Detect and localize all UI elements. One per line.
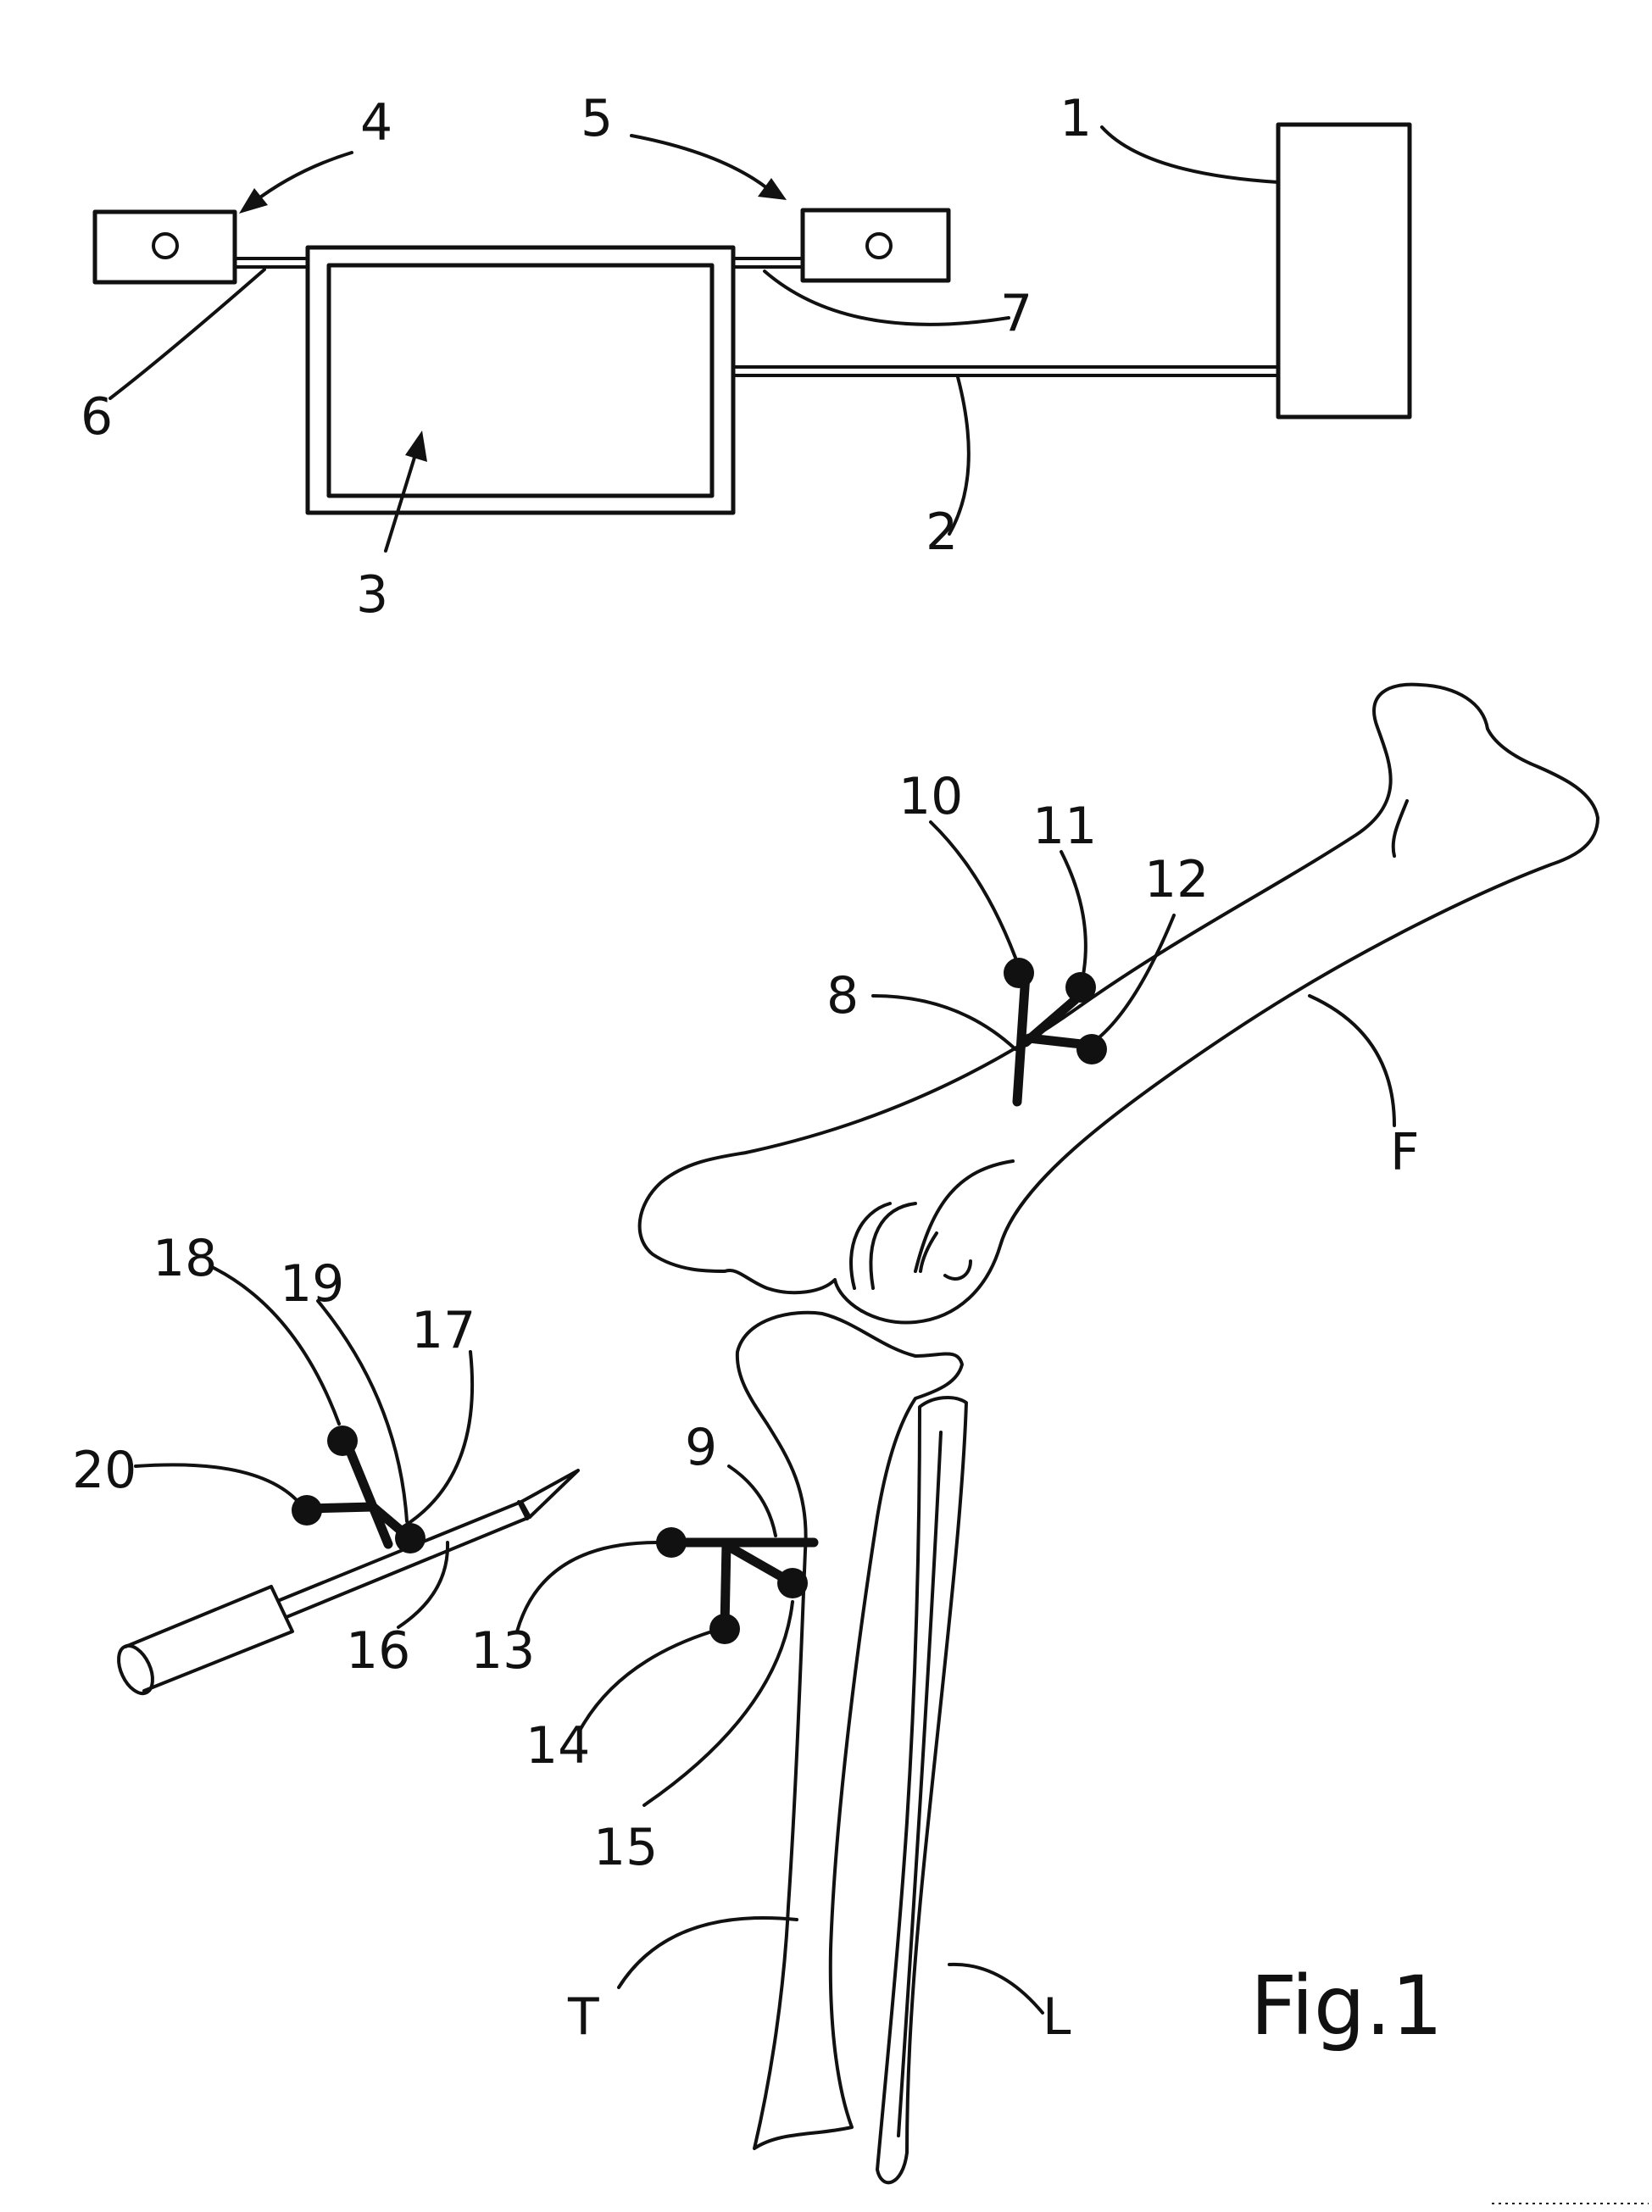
figure-caption: Fig.1 [1250,1959,1443,2054]
label-18: 18 [153,1229,217,1288]
femur [640,685,1598,1323]
leader-14 [581,1631,712,1729]
label-T: T [567,1987,599,2047]
arrow-5 [631,136,787,200]
leader-F [1310,996,1394,1125]
label-2: 2 [926,503,958,562]
leader-17 [405,1352,472,1526]
marker-sphere-13 [656,1527,687,1558]
label-16: 16 [346,1621,410,1681]
marker-sphere-15 [777,1568,808,1598]
label-6: 6 [81,387,113,447]
marker-sphere-11 [1065,972,1096,1003]
label-7: 7 [1000,284,1032,343]
leader-9 [729,1466,776,1536]
tibia [737,1313,962,2148]
marker-sphere-12 [1076,1034,1107,1064]
reference-marker-femur [1004,958,1107,1102]
leader-1 [1102,127,1278,182]
camera-right [803,210,948,281]
monitor [308,247,733,513]
label-11: 11 [1032,797,1097,856]
arrow-3 [386,431,427,551]
label-10: 10 [898,767,963,826]
leader-20 [136,1464,297,1500]
computer-unit [1278,125,1410,417]
reference-marker-tibia [656,1527,814,1644]
label-F: F [1390,1123,1420,1182]
label-19: 19 [280,1254,344,1314]
marker-sphere-14 [709,1614,740,1644]
label-15: 15 [593,1818,658,1877]
bar-7 [733,258,803,267]
fibula [877,1398,966,2182]
label-3: 3 [356,565,388,625]
label-9: 9 [685,1418,717,1477]
pointer-marker [292,1426,426,1553]
leader-12 [1095,915,1174,1041]
bar-6 [235,258,308,267]
tracking-system: 1 2 3 4 5 6 7 [81,89,1410,625]
label-5: 5 [581,89,613,148]
leader-13 [517,1542,657,1631]
camera-left [95,212,235,282]
marker-sphere-19 [395,1523,426,1553]
marker-sphere-18 [327,1426,358,1456]
label-13: 13 [470,1621,535,1681]
label-4: 4 [360,93,392,153]
label-1: 1 [1060,89,1092,148]
leader-10 [931,822,1015,958]
label-L: L [1043,1987,1071,2047]
leader-8 [873,996,1015,1049]
leader-L [949,1965,1043,2013]
arrow-4 [239,153,352,214]
label-20: 20 [72,1441,136,1500]
label-8: 8 [826,966,859,1025]
label-17: 17 [411,1301,476,1360]
leader-T [619,1918,797,1987]
leader-6 [110,270,264,398]
label-14: 14 [526,1716,590,1776]
marker-sphere-10 [1004,958,1034,988]
label-12: 12 [1144,850,1209,909]
cable-2 [733,367,1278,375]
leader-11 [1061,852,1086,975]
